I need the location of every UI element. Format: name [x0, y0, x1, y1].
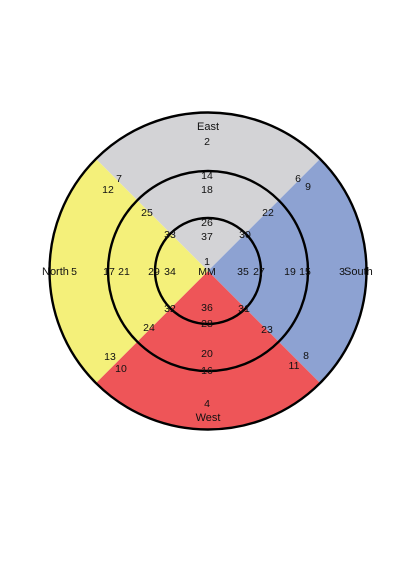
position-label: 8	[303, 350, 309, 362]
position-label: 24	[143, 322, 155, 334]
east-quadrant	[95, 112, 321, 271]
position-label: 2	[204, 136, 210, 148]
position-label: 10	[115, 363, 127, 375]
position-label: 36	[201, 302, 213, 314]
direction-left-label: North	[42, 266, 69, 278]
position-label: 13	[104, 351, 116, 363]
center-label: MM	[198, 266, 216, 278]
position-label: 33	[164, 229, 176, 241]
position-label: 30	[239, 229, 251, 241]
position-label: 5	[71, 266, 77, 278]
position-label: 18	[201, 184, 213, 196]
west-quadrant	[95, 271, 321, 430]
position-label: 28	[201, 318, 213, 330]
position-label: 1	[204, 256, 210, 268]
position-label: 37	[201, 231, 213, 243]
direction-right-label: South	[344, 266, 373, 278]
position-label: 17	[103, 266, 115, 278]
position-label: 14	[201, 170, 213, 182]
outer-ring	[48, 111, 368, 431]
position-label: 21	[118, 266, 130, 278]
position-label: 31	[238, 303, 250, 315]
position-label: 22	[262, 207, 274, 219]
position-label: 26	[201, 217, 213, 229]
position-label: 12	[102, 184, 114, 196]
position-label: 16	[201, 365, 213, 377]
south-quadrant	[208, 158, 367, 384]
position-label: 35	[237, 266, 249, 278]
position-label: 20	[201, 348, 213, 360]
position-label: 29	[148, 266, 160, 278]
position-label: 15	[299, 266, 311, 278]
position-label: 19	[284, 266, 296, 278]
north-quadrant	[49, 158, 208, 384]
position-label: 4	[204, 398, 210, 410]
position-label: 6	[295, 173, 301, 185]
position-label: 23	[261, 324, 273, 336]
position-label: 34	[164, 266, 176, 278]
inner-ring	[153, 216, 263, 326]
position-label: 11	[289, 360, 300, 372]
direction-bottom-label: West	[196, 412, 221, 424]
position-label: 32	[164, 303, 176, 315]
direction-top-label: East	[197, 121, 219, 133]
position-label: 3	[339, 266, 345, 278]
position-label: 9	[305, 181, 311, 193]
position-label: 27	[253, 266, 265, 278]
middle-ring	[106, 169, 310, 373]
position-label: 7	[116, 173, 122, 185]
position-label: 25	[141, 207, 153, 219]
